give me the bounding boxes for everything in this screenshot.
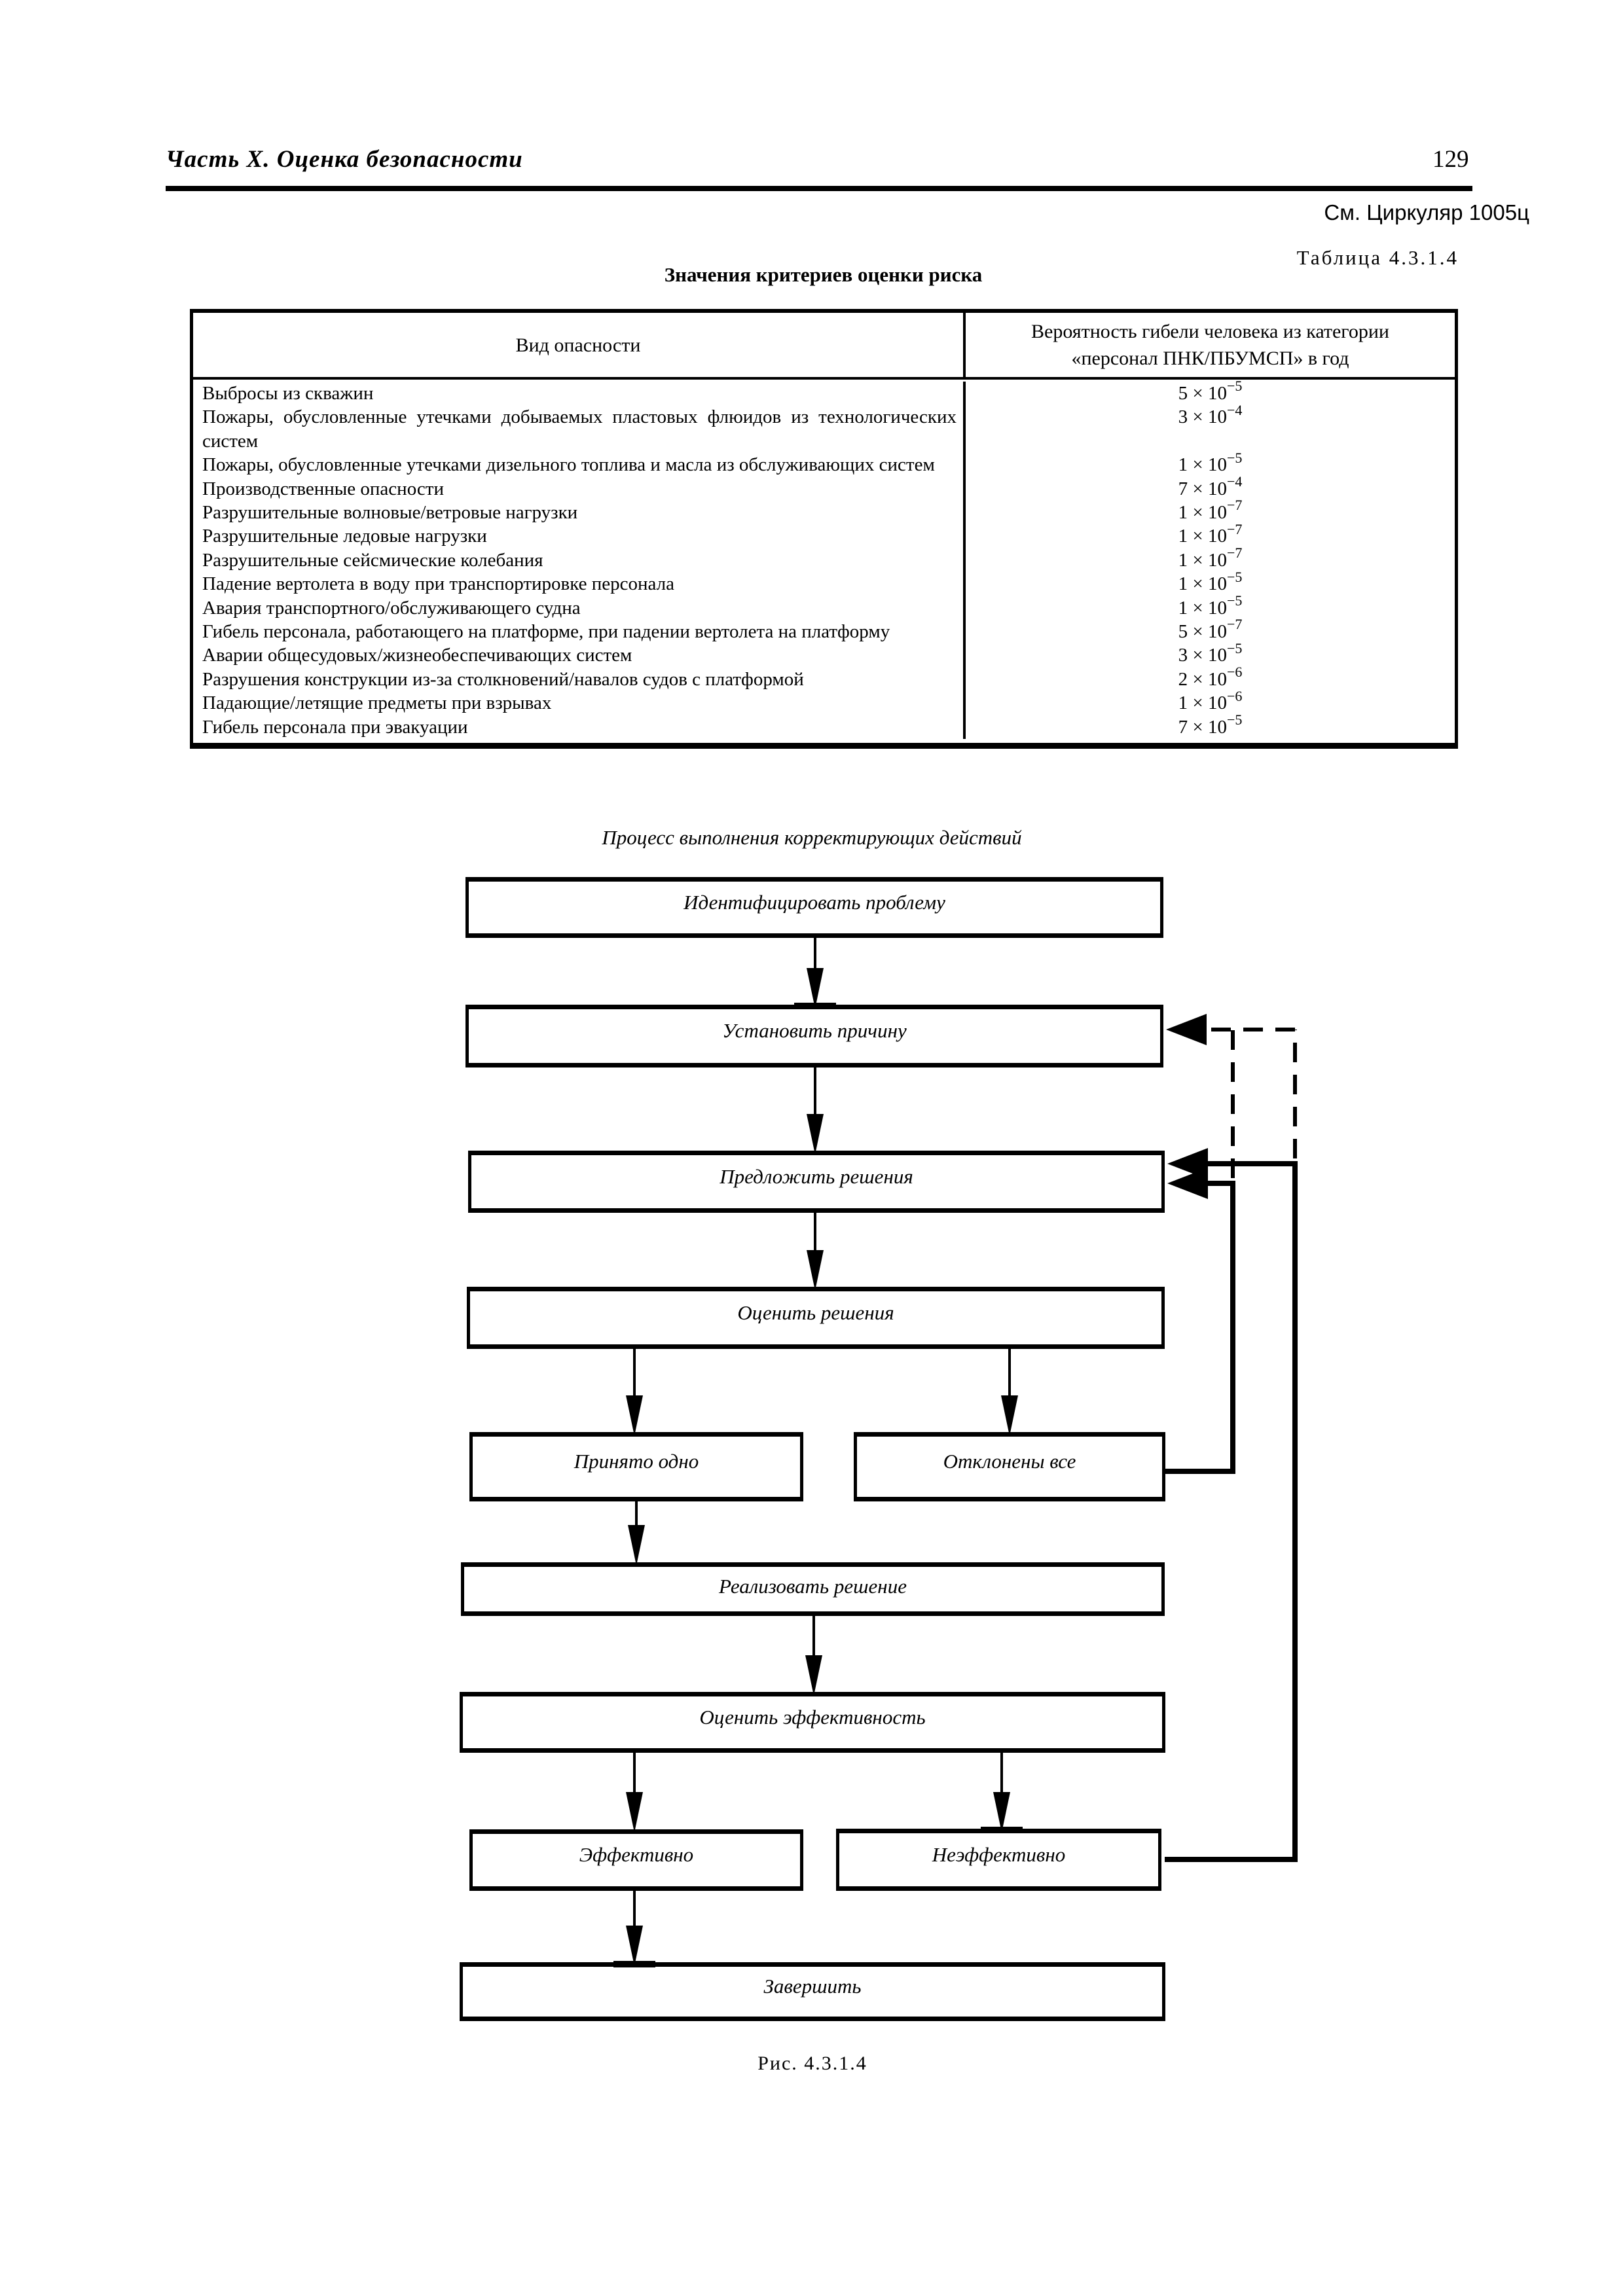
table-row: Разрушения конструкции из-за столкновени… (193, 665, 1455, 692)
table-row: Пожары, обусловленные утечками добываемы… (193, 401, 1455, 454)
flow-node-finish: Завершить (460, 1962, 1165, 2021)
value-exponent: −6 (1226, 664, 1243, 681)
value-exponent: −5 (1226, 449, 1243, 466)
probability-value: 7 × 10−4 (966, 474, 1455, 501)
flow-node-effective: Эффективно (469, 1829, 803, 1891)
flow-node-implement-solution: Реализовать решение (461, 1562, 1165, 1616)
value-base: 1 × 10 (1178, 549, 1227, 571)
value-exponent: −7 (1226, 520, 1243, 537)
hazard-cell: Производственные опасности (193, 476, 966, 501)
value-exponent: −4 (1226, 401, 1243, 418)
hazard-cell: Пожары, обусловленные утечками добываемы… (193, 405, 966, 454)
value-base: 5 × 10 (1178, 383, 1227, 404)
probability-value: 1 × 10−7 (966, 520, 1455, 548)
header-rule (166, 186, 1472, 191)
value-base: 3 × 10 (1178, 645, 1227, 666)
table-row: Падающие/летящие предметы при взрывах 1 … (193, 687, 1455, 715)
hazard-cell: Разрушительные ледовые нагрузки (193, 524, 966, 548)
value-exponent: −5 (1226, 568, 1243, 585)
probability-value: 1 × 10−5 (966, 594, 1455, 620)
table-row: Выбросы из скважин 5 × 10−5 (193, 379, 1455, 406)
value-exponent: −5 (1226, 592, 1243, 609)
probability-value: 1 × 10−5 (966, 449, 1455, 476)
hazard-cell: Гибель персонала при эвакуации (193, 715, 966, 740)
flow-node-evaluate-solutions: Оценить решения (467, 1287, 1165, 1349)
flow-node-identify-problem: Идентифицировать проблему (465, 877, 1163, 938)
hazard-cell: Авария транспортного/обслуживающего судн… (193, 596, 966, 620)
value-base: 7 × 10 (1178, 478, 1227, 499)
feedback-lines-solid (1165, 1161, 1298, 1862)
table-header-row: Вид опасности Вероятность гибели человек… (193, 313, 1455, 380)
table-row: Производственные опасности 7 × 10−4 (193, 474, 1455, 501)
arrowheads-left (1166, 1014, 1208, 1199)
table-row: Разрушительные сейсмические колебания 1 … (193, 545, 1455, 573)
hazard-cell: Пожары, обусловленные утечками дизельног… (193, 453, 966, 477)
table-title: Значения критериев оценки риска (664, 263, 983, 286)
hazard-cell: Выбросы из скважин (193, 382, 966, 406)
flow-node-assess-effectiveness: Оценить эффективность (460, 1692, 1165, 1753)
value-exponent: −5 (1226, 639, 1243, 656)
probability-value: 1 × 10−7 (966, 545, 1455, 572)
table-row: Пожары, обусловленные утечками дизельног… (193, 449, 1455, 477)
page-number: 129 (1432, 146, 1469, 173)
flow-node-all-rejected: Отклонены все (854, 1432, 1165, 1501)
probability-value: 3 × 10−4 (966, 401, 1455, 453)
probability-column-header: Вероятность гибели человека из категории… (1031, 321, 1389, 369)
running-head-title: Часть X. Оценка безопасности (166, 146, 523, 173)
table-row: Аварии общесудовых/жизнеобеспечивающих с… (193, 639, 1455, 668)
value-exponent: −7 (1226, 497, 1243, 514)
value-base: 1 × 10 (1178, 692, 1227, 714)
hazard-cell: Падающие/летящие предметы при взрывах (193, 691, 966, 715)
circular-reference-note: См. Циркуляр 1005ц (1324, 200, 1529, 224)
value-exponent: −6 (1226, 687, 1243, 704)
probability-value: 1 × 10−7 (966, 498, 1455, 524)
value-base: 7 × 10 (1178, 716, 1227, 738)
probability-value: 2 × 10−6 (966, 665, 1455, 691)
probability-value: 5 × 10−7 (966, 617, 1455, 643)
value-exponent: −7 (1226, 545, 1243, 562)
table-body: Выбросы из скважин 5 × 10−5 Пожары, обус… (193, 379, 1455, 743)
hazard-cell: Разрушительные волновые/ветровые нагрузк… (193, 501, 966, 525)
probability-value: 1 × 10−5 (966, 568, 1455, 596)
probability-value: 5 × 10−5 (966, 379, 1455, 405)
hazard-cell: Аварии общесудовых/жизнеобеспечивающих с… (193, 643, 966, 668)
table-row: Гибель персонала, работающего на платфор… (193, 617, 1455, 644)
feedback-lines-dashed (1208, 1028, 1297, 1178)
value-base: 1 × 10 (1178, 573, 1227, 595)
value-base: 5 × 10 (1178, 621, 1227, 643)
hazard-cell: Падение вертолета в воду при транспортир… (193, 572, 966, 596)
probability-value: 1 × 10−6 (966, 687, 1455, 715)
table-row: Авария транспортного/обслуживающего судн… (193, 594, 1455, 620)
probability-value: 7 × 10−5 (966, 713, 1455, 739)
hazard-cell: Разрушения конструкции из-за столкновени… (193, 667, 966, 692)
value-base: 1 × 10 (1178, 597, 1227, 619)
value-base: 2 × 10 (1178, 668, 1227, 690)
hazard-cell: Разрушительные сейсмические колебания (193, 548, 966, 573)
table-row: Гибель персонала при эвакуации 7 × 10−5 (193, 713, 1455, 740)
value-exponent: −5 (1226, 378, 1243, 395)
value-exponent: −7 (1226, 616, 1243, 633)
table-number-label: Таблица 4.3.1.4 (1296, 246, 1459, 269)
value-base: 1 × 10 (1178, 454, 1227, 476)
table-row: Разрушительные волновые/ветровые нагрузк… (193, 498, 1455, 525)
probability-value: 3 × 10−5 (966, 639, 1455, 667)
flowchart-title: Процесс выполнения корректирующих действ… (602, 826, 1022, 849)
risk-criteria-table: Вид опасности Вероятность гибели человек… (190, 309, 1458, 749)
hazard-column-header: Вид опасности (193, 313, 966, 377)
value-exponent: −4 (1226, 473, 1243, 490)
value-base: 3 × 10 (1178, 406, 1227, 428)
flow-node-ineffective: Неэффективно (836, 1829, 1161, 1891)
value-base: 1 × 10 (1178, 502, 1227, 524)
flow-node-propose-solutions: Предложить решения (468, 1151, 1165, 1213)
table-row: Разрушительные ледовые нагрузки 1 × 10−7 (193, 520, 1455, 548)
table-row: Падение вертолета в воду при транспортир… (193, 568, 1455, 596)
flow-node-one-accepted: Принято одно (469, 1432, 803, 1501)
value-base: 1 × 10 (1178, 526, 1227, 547)
flow-node-establish-cause: Установить причину (465, 1005, 1163, 1067)
figure-caption: Рис. 4.3.1.4 (757, 2053, 867, 2074)
value-exponent: −5 (1226, 711, 1243, 728)
hazard-cell: Гибель персонала, работающего на платфор… (193, 620, 966, 644)
